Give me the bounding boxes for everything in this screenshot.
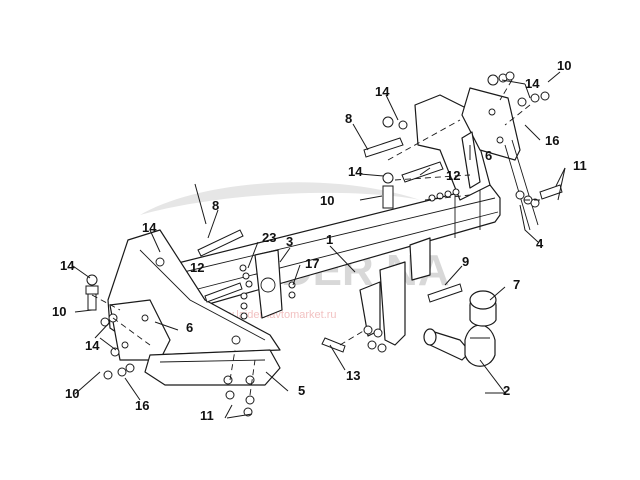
leader-lines (72, 71, 566, 419)
callout-7: 7 (513, 277, 520, 292)
socket-plate (254, 249, 283, 319)
callout-9: 9 (462, 254, 469, 269)
fasteners (85, 71, 563, 417)
watermark-sub: www.laidernavtomarket.ru (209, 309, 337, 321)
callout-17: 17 (305, 256, 319, 271)
callout-12-right: 12 (446, 168, 460, 183)
callout-10-c: 10 (320, 193, 334, 208)
callout-23: 23 (262, 230, 276, 245)
callout-16-left: 16 (135, 398, 149, 413)
callout-14-b: 14 (60, 258, 75, 273)
alignment-lines (91, 79, 540, 396)
crossbar-stub (461, 131, 481, 189)
callout-2: 2 (503, 383, 510, 398)
left-bracket (107, 229, 281, 361)
callout-12-left: 12 (190, 260, 204, 275)
callout-3: 3 (286, 234, 293, 249)
lower-plate (144, 349, 281, 386)
callout-14-e: 14 (375, 84, 390, 99)
callout-5: 5 (298, 383, 305, 398)
callout-10-a: 10 (52, 304, 66, 319)
callout-14-d: 14 (348, 164, 363, 179)
callout-11-right: 11 (573, 158, 587, 173)
callout-4: 4 (536, 236, 544, 251)
socket-hole (260, 277, 276, 293)
callout-11-left: 11 (200, 408, 214, 423)
callout-1: 1 (326, 232, 333, 247)
callout-14-c: 14 (85, 338, 100, 353)
callout-10-d: 10 (557, 58, 571, 73)
callout-13: 13 (346, 368, 360, 383)
callout-6-left: 6 (186, 320, 193, 335)
callouts: 1 2 3 4 5 6 6 7 8 8 9 10 10 10 10 11 11 … (52, 58, 587, 423)
callout-10-b: 10 (65, 386, 79, 401)
tow-ball (423, 324, 496, 367)
ball-cap (469, 290, 497, 327)
callout-6-right: 6 (485, 148, 492, 163)
callout-8-left: 8 (212, 198, 219, 213)
callout-8-right: 8 (345, 111, 352, 126)
center-mount (359, 237, 431, 346)
callout-14-f: 14 (525, 76, 540, 91)
callout-14-a: 14 (142, 220, 157, 235)
callout-16-right: 16 (545, 133, 559, 148)
bolt-set (197, 137, 463, 353)
